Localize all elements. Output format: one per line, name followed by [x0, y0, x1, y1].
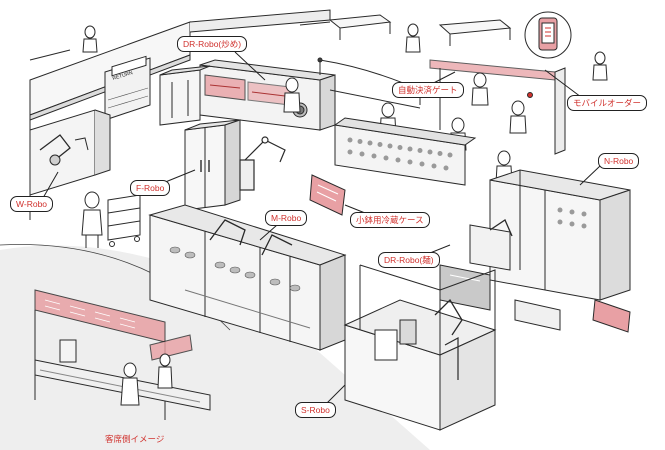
label-m-robo: M-Robo	[265, 210, 308, 226]
worker-figure	[81, 191, 103, 248]
kitchen-cabinet	[159, 65, 211, 126]
dr-robo-stirfry-line	[199, 59, 336, 131]
small-bowl-case	[333, 117, 477, 186]
return-counter: RETURN	[104, 55, 151, 121]
label-w-robo: W-Robo	[10, 196, 54, 212]
n-robo-station	[489, 169, 631, 331]
payment-gate	[429, 59, 566, 155]
customer-side-scene	[34, 289, 211, 420]
label-dr-robo-stirfry: DR-Robo(炒め)	[177, 36, 248, 52]
label-s-robo: S-Robo	[295, 402, 336, 418]
label-n-robo: N-Robo	[598, 153, 640, 169]
dish-cart	[107, 194, 141, 247]
s-robo-station	[343, 264, 497, 431]
caption-customer-side: 客席側イメージ	[105, 434, 165, 444]
robot-arm	[239, 136, 286, 191]
f-robo-fridge	[184, 119, 241, 211]
label-auto-payment-gate: 自動決済ゲート	[392, 82, 464, 98]
label-dr-robo-noodle: DR-Robo(麺)	[378, 252, 440, 268]
menu-sign-board	[309, 174, 346, 216]
return-sign: RETURN	[112, 70, 134, 82]
m-robo-station	[148, 204, 347, 351]
dining-tables-top	[29, 14, 512, 61]
label-mobile-order: モバイルオーダー	[567, 95, 648, 111]
dr-robo-noodle-station	[439, 219, 513, 311]
right-menu-sign	[592, 299, 631, 333]
label-f-robo: F-Robo	[130, 180, 171, 196]
label-small-bowl-case: 小鉢用冷蔵ケース	[350, 212, 430, 228]
mobile-order-phone	[524, 11, 572, 59]
w-robo-station	[29, 109, 111, 196]
